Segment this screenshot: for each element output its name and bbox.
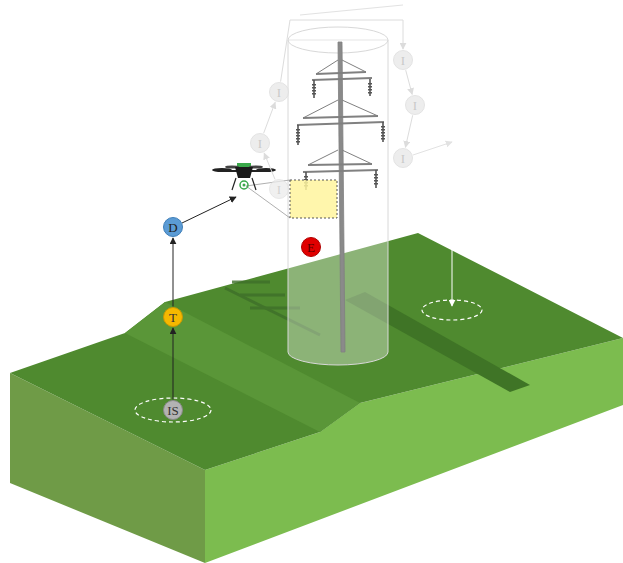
- circle-node: T: [163, 307, 183, 327]
- node-label: I: [258, 137, 262, 150]
- circle-node: I: [269, 179, 289, 199]
- faint-path: [300, 5, 452, 155]
- circle-outline: [394, 51, 413, 70]
- circle-node: I: [393, 50, 413, 70]
- circle-node: IS: [163, 400, 183, 420]
- flow-arrow: [264, 102, 275, 133]
- circle-node: D: [163, 217, 183, 237]
- node-label: D: [168, 221, 177, 234]
- flow-arrow: [173, 328, 174, 400]
- drone: [212, 163, 276, 190]
- node-label: I: [277, 86, 281, 99]
- flow-arrow: [264, 153, 275, 179]
- node-label: I: [277, 183, 281, 196]
- circle-node: I: [269, 82, 289, 102]
- circle-outline: [394, 149, 413, 168]
- circle-outline: [251, 134, 270, 153]
- flow-arrow: [281, 20, 403, 82]
- camera-rays: [246, 180, 290, 218]
- circle-outline: [270, 180, 289, 199]
- node-label: E: [307, 241, 315, 254]
- node-label: I: [401, 152, 405, 165]
- node-label: IS: [167, 404, 179, 417]
- circle-outline: [164, 308, 183, 327]
- circle-outline: [164, 401, 183, 420]
- circle-node: I: [250, 133, 270, 153]
- circle-outline: [406, 96, 425, 115]
- inspection-cylinder: [288, 40, 388, 365]
- node-label: I: [413, 99, 417, 112]
- circle-node: I: [405, 95, 425, 115]
- flow-arrow: [405, 115, 412, 147]
- node-label: I: [401, 54, 405, 67]
- circle-outline: [270, 83, 289, 102]
- circle-outline: [302, 238, 321, 257]
- flow-arrow: [406, 70, 412, 94]
- circle-outline: [164, 218, 183, 237]
- circle-node: E: [301, 237, 321, 257]
- circle-node: I: [393, 148, 413, 168]
- insulators: [298, 79, 383, 190]
- node-label: T: [169, 311, 177, 324]
- flow-arrow: [173, 238, 174, 307]
- descent-arrow: [452, 198, 453, 306]
- approach-arrow: [182, 197, 236, 223]
- start-zone: [135, 398, 211, 422]
- camera-field: [290, 180, 337, 218]
